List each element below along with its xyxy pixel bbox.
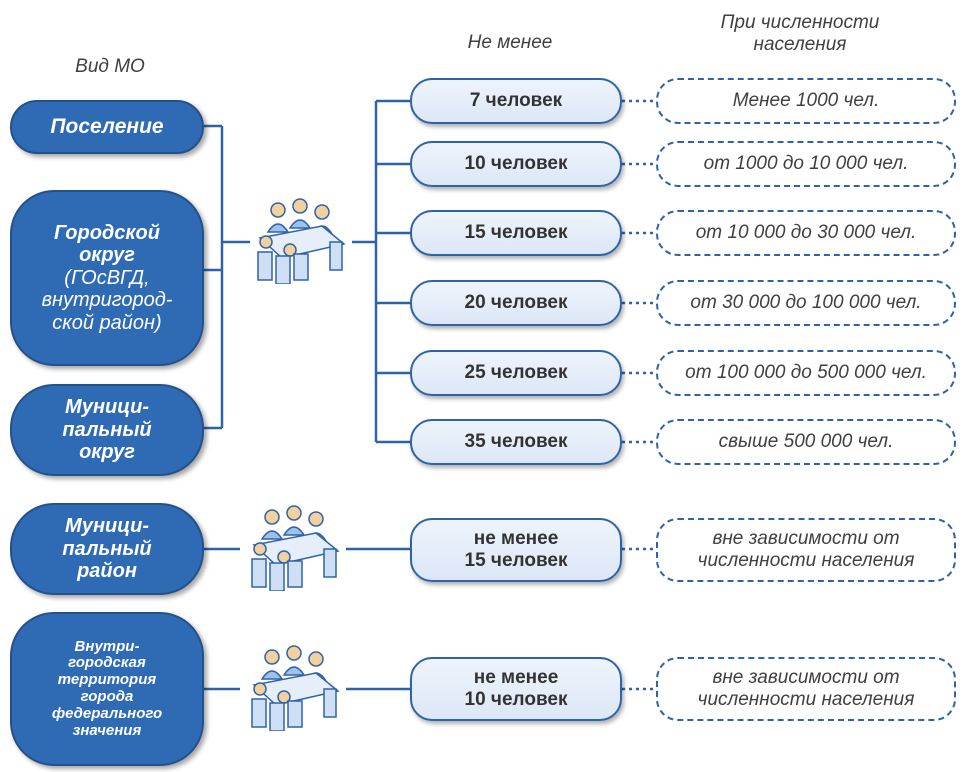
population-label-line2: численности населения [697,689,915,710]
header-population-line2: населения [753,33,847,55]
count-box-tier-3: 15 человек [410,210,622,256]
population-label-line2: численности населения [697,550,915,571]
count-label-line1: не менее [473,528,559,550]
population-label: Менее 1000 чел. [732,90,880,112]
population-label: от 100 000 до 500 000 чел. [685,362,927,384]
mo-municipal-raion: Муници- пальный район [10,503,204,595]
population-box-intracity: вне зависимости от численности населения [656,657,956,721]
mo-settlement: Поселение [10,100,204,154]
mo-urban-district-line5: ской район) [52,311,162,334]
header-population-line1: При численности [720,12,880,33]
header-type: Вид МО [75,56,145,77]
population-box-tier-1: Менее 1000 чел. [656,78,956,124]
count-label: 20 человек [464,292,568,314]
mo-urban-district-line4: внутригород- [41,289,173,312]
mo-municipal-okrug-line1: Муници- [64,396,150,419]
count-label-line1: не менее [473,667,559,689]
population-box-tier-3: от 10 000 до 30 000 чел. [656,210,956,256]
population-label: свыше 500 000 чел. [718,431,894,453]
population-box-tier-6: свыше 500 000 чел. [656,419,956,465]
mo-intracity-line6: значения [72,721,142,739]
count-label: 7 человек [469,90,563,112]
mo-intracity-line4: города [80,688,134,705]
mo-intracity-line2: городская [68,654,146,672]
council-meeting-icon [257,198,346,284]
mo-municipal-raion-line1: Муници- [64,515,150,538]
mo-intracity-line1: Внутри- [74,637,140,655]
count-box-tier-4: 20 человек [410,280,622,326]
population-box-tier-5: от 100 000 до 500 000 чел. [656,350,956,396]
count-box-tier-1: 7 человек [410,78,622,124]
mo-urban-district: Городской округ (ГОсВГД, внутригород- ск… [10,190,204,366]
count-box-tier-5: 25 человек [410,350,622,396]
count-box-tier-2: 10 человек [410,141,622,187]
header-population: При численности населения [680,12,920,56]
mo-municipal-raion-line2: пальный [62,537,152,560]
count-box-raion: не менее 15 человек [410,518,622,582]
mo-settlement-label: Поселение [50,115,164,139]
count-label: 25 человек [464,362,568,384]
population-label-line1: вне зависимости от [712,528,900,550]
mo-municipal-okrug: Муници- пальный округ [10,384,204,476]
population-label: от 10 000 до 30 000 чел. [695,222,917,244]
count-label: 35 человек [464,431,568,453]
population-box-raion: вне зависимости от численности населения [656,518,956,582]
population-label: от 1000 до 10 000 чел. [703,153,909,175]
council-meeting-icon [251,645,340,731]
mo-municipal-raion-line3: район [77,560,137,583]
mo-urban-district-line3: (ГОсВГД, [64,266,150,289]
count-label-line2: 15 человек [464,550,568,571]
count-box-tier-6: 35 человек [410,419,622,465]
mo-intracity-line5: федерального [51,704,163,722]
population-box-tier-4: от 30 000 до 100 000 чел. [656,280,956,326]
population-label-line1: вне зависимости от [712,667,900,689]
population-box-tier-2: от 1000 до 10 000 чел. [656,141,956,187]
header-min: Не менее [467,32,553,53]
council-meeting-icon [251,505,340,591]
count-box-intracity: не менее 10 человек [410,657,622,721]
count-label-line2: 10 человек [464,689,568,710]
mo-municipal-okrug-line2: пальный [62,418,152,441]
mo-intracity-territory: Внутри- городская территория города феде… [10,612,204,766]
mo-intracity-line3: территория [57,671,157,689]
mo-urban-district-line2: округ [79,244,135,267]
count-label: 10 человек [464,153,568,175]
count-label: 15 человек [464,222,568,244]
population-label: от 30 000 до 100 000 чел. [690,292,922,314]
mo-municipal-okrug-line3: округ [79,441,135,464]
mo-urban-district-line1: Городской [54,222,160,245]
